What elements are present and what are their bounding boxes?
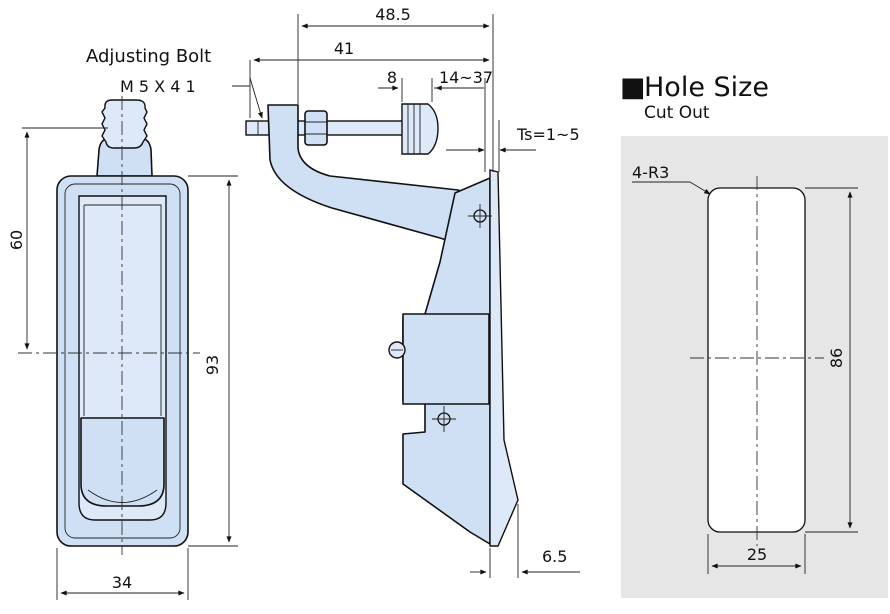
mount-hole-bottom (432, 406, 456, 432)
bolt-size-label: M 5 X 4 1 (120, 77, 196, 96)
front-view: 60 93 34 (7, 96, 238, 600)
dim-86-text: 86 (827, 348, 846, 368)
corner-radius-label: 4-R3 (632, 163, 669, 182)
dim-34-text: 34 (112, 573, 132, 592)
front-trigger (80, 417, 165, 507)
dim-8-text: 8 (387, 68, 397, 87)
bolt-nut (304, 110, 328, 146)
dim-6-5-text: 6.5 (542, 547, 567, 566)
dim-41-text: 41 (334, 39, 354, 58)
cut-out-label: Cut Out (644, 103, 710, 123)
front-knob (96, 99, 153, 177)
front-body-edge (64, 183, 181, 539)
flange-plate (489, 169, 519, 547)
lock-block (402, 313, 490, 405)
dim-93-text: 93 (203, 355, 222, 375)
hole-size-title: Hole Size (644, 72, 769, 103)
hole-size-panel: ■ Hole Size Cut Out 4-R3 86 25 (620, 72, 888, 598)
dim-48-5-text: 48.5 (375, 5, 411, 24)
dim-34: 34 (56, 548, 189, 600)
side-view: 48.5 41 8 14~37 Ts=1~5 6.5 Adjusting Bol… (86, 5, 580, 578)
hole-size-marker: ■ (620, 72, 646, 103)
dim-ts-text: Ts=1~5 (516, 125, 580, 144)
mount-hole-top (468, 204, 492, 228)
dim-60: 60 (7, 127, 108, 350)
dim-25-text: 25 (747, 545, 767, 564)
dim-14-37-text: 14~37 (439, 68, 493, 87)
dim-93: 93 (188, 175, 238, 547)
cutout-rect (707, 187, 806, 533)
dim-60-text: 60 (7, 230, 26, 250)
adjusting-bolt-label: Adjusting Bolt (86, 46, 211, 67)
